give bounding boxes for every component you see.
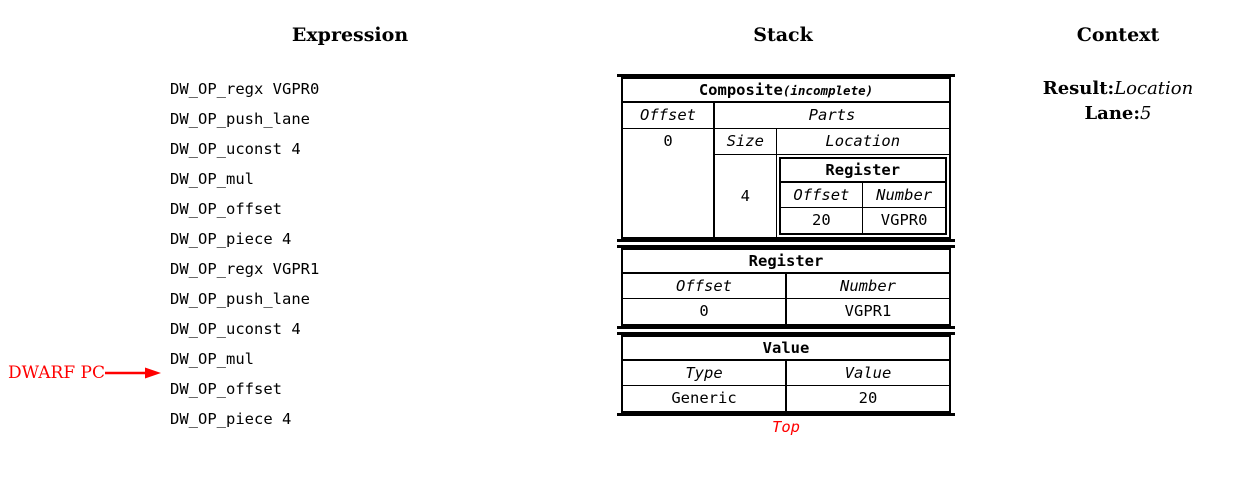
composite-col-parts: Parts [713,101,951,129]
register-title: Register [621,248,951,274]
nested-register-table: Register Offset Number 20 VGPR0 [778,156,947,235]
stack-entry-register: Register Offset Number 0 VGPR1 [621,247,951,326]
dwarf-pc-marker: DWARF PC [8,362,161,384]
expression-line: DW_OP_piece 4 [170,230,292,248]
stack-entry-rule [617,244,955,248]
expression-listing: DW_OP_regx VGPR0 DW_OP_push_lane DW_OP_u… [170,74,470,434]
composite-part-size: 4 [713,153,777,238]
value-col-value: Value [785,359,951,386]
expression-line: DW_OP_mul [170,170,254,188]
stack-top-label: Top [772,417,800,436]
register-offset-value: 0 [621,298,787,325]
nested-register-col-number: Number [862,181,947,208]
column-header-expression: Expression [291,24,409,46]
context-lane-row: Lane:5 [998,101,1238,126]
stack-entry-rule [617,325,955,329]
column-header-context: Context [1076,24,1160,46]
context-lane-value: 5 [1140,103,1152,124]
expression-line: DW_OP_push_lane [170,110,310,128]
expression-line: DW_OP_regx VGPR1 [170,260,320,278]
value-value-cell: 20 [785,385,951,412]
register-number-value: VGPR1 [785,298,951,325]
context-result-row: Result:Location [998,76,1238,101]
arrow-right-icon [104,367,161,379]
expression-line: DW_OP_offset [170,380,282,398]
stack-entry-rule [617,331,955,335]
value-col-type: Type [621,359,787,386]
context-block: Result:Location Lane:5 [998,76,1238,126]
nested-register-number: VGPR0 [862,207,947,234]
nested-register-col-offset: Offset [778,181,864,208]
stack-entry-value: Value Type Value Generic 20 [621,334,951,413]
stack-entry-rule [617,412,955,416]
composite-col-location: Location [775,127,951,155]
register-col-number: Number [785,272,951,299]
expression-line: DW_OP_offset [170,200,282,218]
context-result-key: Result: [1042,78,1115,99]
context-lane-key: Lane: [1084,103,1141,124]
stack-entry-composite: Composite(incomplete) Offset Parts 0 Siz… [621,77,951,239]
composite-part-location: Register Offset Number 20 VGPR0 [775,153,951,238]
expression-line: DW_OP_uconst 4 [170,140,301,158]
nested-register-offset: 20 [778,207,864,234]
expression-line: DW_OP_uconst 4 [170,320,301,338]
value-type-cell: Generic [621,385,787,412]
composite-incomplete-tag: (incomplete) [782,83,874,98]
stack-entry-rule [617,238,955,242]
composite-title-text: Composite [698,81,783,99]
expression-line: DW_OP_push_lane [170,290,310,308]
expression-line: DW_OP_piece 4 [170,410,292,428]
composite-col-offset: Offset [621,101,715,129]
expression-line: DW_OP_regx VGPR0 [170,80,320,98]
value-title: Value [621,335,951,361]
register-col-offset: Offset [621,272,787,299]
stack-entry-rule [617,74,955,77]
expression-line: DW_OP_mul [170,350,254,368]
composite-offset-value: 0 [621,127,715,238]
column-header-stack: Stack [753,24,813,46]
composite-title: Composite(incomplete) [621,77,951,103]
composite-col-size: Size [713,127,777,155]
context-result-value: Location [1114,78,1194,99]
dwarf-pc-label: DWARF PC [8,363,105,383]
nested-register-title: Register [779,157,947,183]
stack-entries: Composite(incomplete) Offset Parts 0 Siz… [617,74,955,438]
